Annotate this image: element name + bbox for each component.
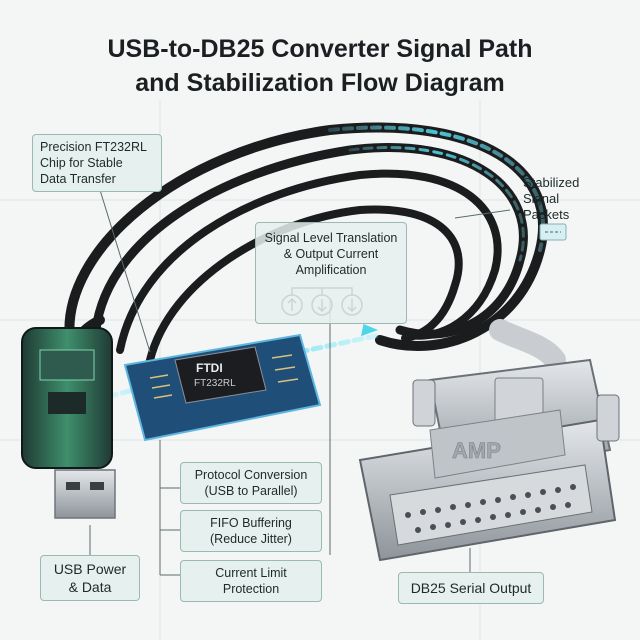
leader-lines [89,189,511,576]
fifo-buffering-box: FIFO Buffering (Reduce Jitter) [180,510,322,552]
protocol-conversion-line-1: Protocol Conversion [194,468,308,482]
pcb-board: FTDI FT232RL [123,333,322,442]
level-translation-box: Signal Level Translation & Output Curren… [255,222,407,324]
usb-power-box: USB Power & Data [40,555,140,601]
thumbscrew-left [412,379,436,427]
db25-output-label: DB25 Serial Output [410,580,532,596]
chip-callout-line-2: Chip for Stable [40,156,123,170]
signal-packets-label: Stabilized Signal Packets [523,175,603,223]
level-translation-line-3: Amplification [295,263,367,277]
protocol-conversion-line-2: (USB to Parallel) [204,484,298,498]
signal-packets-line-1: Stabilized [523,175,580,190]
signal-packets-line-3: Packets [523,207,570,222]
current-limit-line-2: Protection [222,582,280,596]
current-limit-box: Current Limit Protection [180,560,322,602]
chip-callout-line-3: Data Transfer [40,172,116,186]
chip-callout: Precision FT232RL Chip for Stable Data T… [32,134,162,192]
db25-connector: AMP [358,319,620,562]
chip-callout-line-1: Precision FT232RL [40,140,147,154]
protocol-conversion-box: Protocol Conversion (USB to Parallel) [180,462,322,504]
connector-brand-text: AMP [452,438,501,463]
usb-plug [21,327,116,519]
level-translation-line-2: & Output Current [283,247,379,261]
level-translation-line-1: Signal Level Translation [264,231,398,245]
usb-power-line-2: & Data [68,579,112,595]
title-line-2: and Stabilization Flow Diagram [135,69,505,97]
fifo-buffering-line-1: FIFO Buffering [210,516,292,530]
thumbscrew-right [596,394,620,442]
fifo-buffering-line-2: (Reduce Jitter) [210,532,292,546]
db25-output-box: DB25 Serial Output [398,572,544,604]
usb-power-line-1: USB Power [53,561,127,577]
packet-icon [539,223,567,241]
page-title: USB-to-DB25 Converter Signal Path and St… [0,32,640,100]
chip-model-text: FT232RL [194,378,236,389]
signal-packets-line-2: Signal [523,191,560,206]
title-line-1: USB-to-DB25 Converter Signal Path [107,35,533,63]
current-limit-line-1: Current Limit [215,566,287,580]
chip-brand-text: FTDI [196,361,223,375]
